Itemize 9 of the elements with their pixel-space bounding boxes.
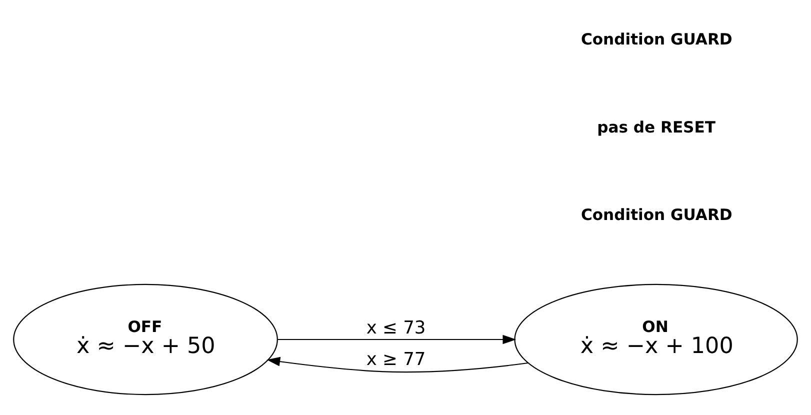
node-ellipse: OFF ẋ ≈ −x + 50 <box>13 283 278 395</box>
arrow <box>266 356 528 372</box>
label: pas de RESET <box>597 118 716 136</box>
edge-label: x ≥ 77 <box>366 348 426 370</box>
label: Condition GUARD <box>580 30 732 48</box>
label: Condition GUARD <box>580 206 732 224</box>
node-ellipse: ON ẋ ≈ −x + 100 <box>514 283 798 395</box>
edge-label: x ≤ 73 <box>366 317 426 338</box>
arrow <box>278 334 516 344</box>
